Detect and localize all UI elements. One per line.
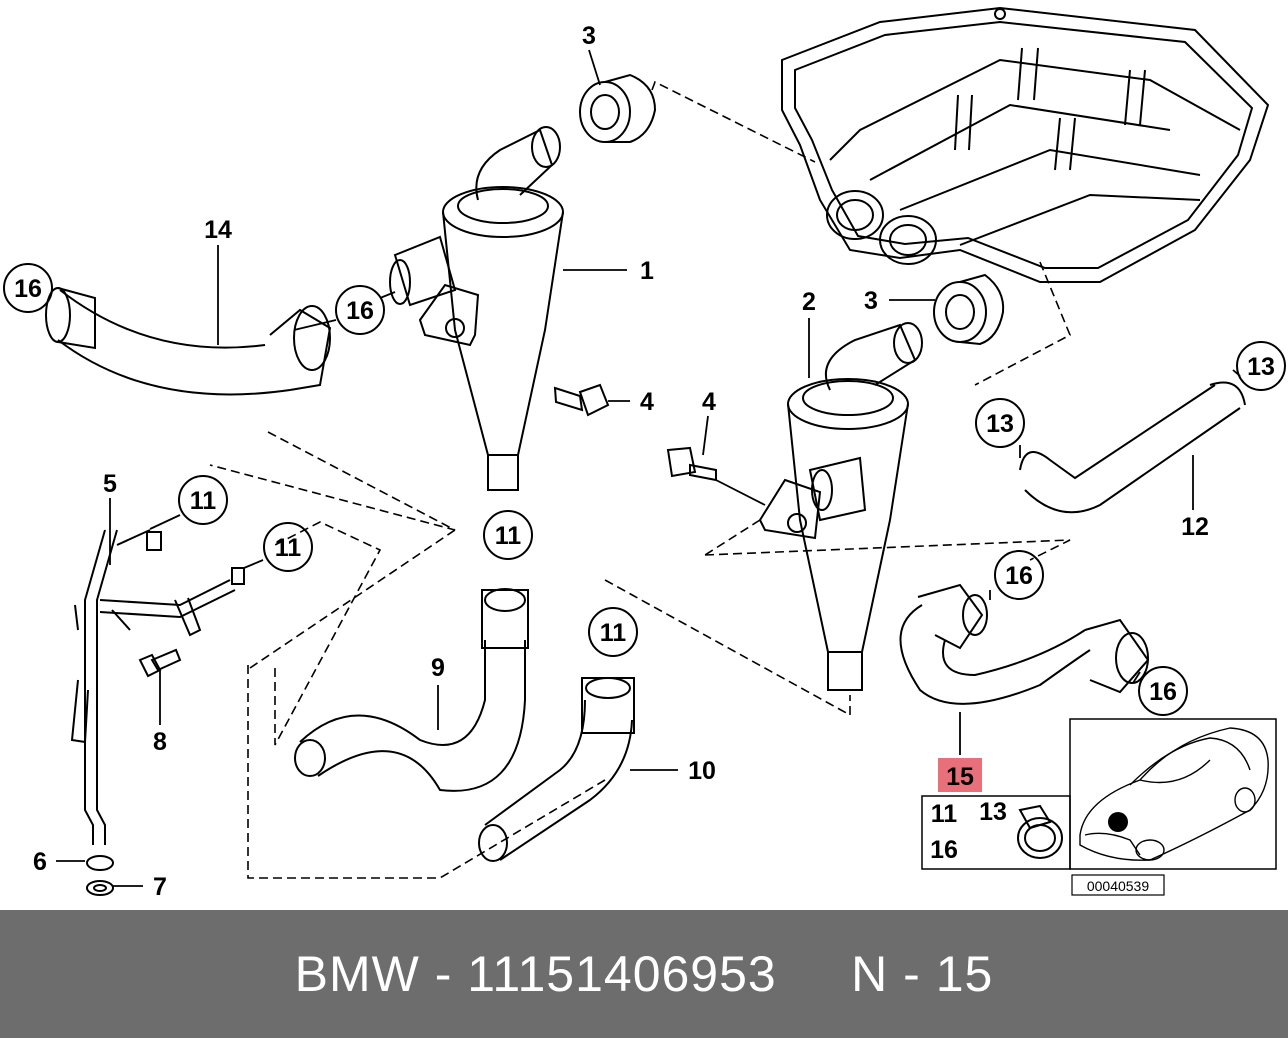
- hose-part-12: [1019, 381, 1246, 514]
- callout-16-a-text: 16: [14, 275, 42, 303]
- washer-part-7-hole: [93, 884, 107, 892]
- separator-part-2: [758, 322, 923, 691]
- hose-part-9: [294, 588, 529, 792]
- hose-clamp-icon: [1017, 804, 1063, 859]
- label-14: 14: [204, 216, 232, 244]
- kit-label-16: 16: [930, 836, 958, 864]
- callout-16-b: [335, 285, 385, 335]
- callout-11-b-text: 11: [275, 534, 302, 562]
- callout-13-a: [1236, 341, 1286, 391]
- bolt-part-4-upper: [553, 383, 610, 417]
- car-icon: [1079, 727, 1269, 861]
- callout-16-c: [994, 550, 1044, 600]
- bolt-part-4-lower: [666, 446, 717, 482]
- tube-part-5: [70, 529, 245, 845]
- label-15: 15: [946, 763, 974, 791]
- callout-11-b: [263, 522, 313, 572]
- callout-11-d: [588, 607, 638, 657]
- vehicle-inset: [1069, 718, 1277, 870]
- separator-part-1: [389, 126, 564, 491]
- diagram-code: 00040539: [1087, 878, 1150, 894]
- label-12: 12: [1181, 513, 1209, 541]
- label-leaders: [56, 49, 1241, 887]
- part-number-caption: BMW - 11151406953 N - 15: [294, 946, 994, 1002]
- hose-part-15: [899, 583, 1150, 705]
- label-7: 7: [153, 873, 167, 901]
- callout-11-d-text: 11: [600, 619, 627, 647]
- callout-11-a: [178, 475, 228, 525]
- parts-diagram: 3 1 4 4 2 3 5 6 7 8 9 10 12 14 15 16 16 …: [3, 6, 1286, 901]
- callout-11-a-text: 11: [190, 487, 217, 515]
- callout-16-d-text: 16: [1149, 678, 1177, 706]
- footer-bar: BMW - 11151406953 N - 15: [0, 910, 1288, 1038]
- callout-11-c: [483, 510, 533, 560]
- label-5: 5: [103, 470, 117, 498]
- label-4-left: 4: [702, 388, 716, 416]
- diagram-code-box: [1071, 874, 1165, 896]
- callout-13-b-text: 13: [986, 410, 1014, 438]
- callout-16-a: [3, 263, 53, 313]
- label-2: 2: [802, 288, 816, 316]
- callout-16-c-text: 16: [1005, 562, 1033, 590]
- label-10: 10: [688, 757, 716, 785]
- label-8: 8: [153, 728, 167, 756]
- label-1: 1: [640, 257, 654, 285]
- leader-lines: [209, 80, 1072, 879]
- callout-11-c-text: 11: [495, 522, 522, 550]
- grommet-part-3-top: [579, 73, 657, 143]
- engine-cover: [781, 6, 1270, 283]
- label-9: 9: [431, 654, 445, 682]
- callout-13-b: [975, 398, 1025, 448]
- label-3-top: 3: [582, 22, 596, 50]
- kit-label-11: 11: [931, 800, 958, 828]
- label-4-right: 4: [640, 388, 654, 416]
- callout-16-b-text: 16: [346, 297, 374, 325]
- hose-part-14: [45, 287, 332, 396]
- kit-label-13: 13: [979, 798, 1007, 826]
- washer-part-7: [86, 880, 114, 896]
- callout-16-d: [1138, 666, 1188, 716]
- parts-diagram-svg: 3 1 4 4 2 3 5 6 7 8 9 10 12 14 15 16 16 …: [3, 6, 1286, 901]
- label-6: 6: [33, 848, 47, 876]
- grommet-part-3-mid: [933, 273, 1005, 346]
- callout-13-a-text: 13: [1247, 353, 1275, 381]
- engine-location-marker: [1108, 812, 1128, 832]
- label-3-mid: 3: [864, 287, 878, 315]
- highlight-15: [938, 758, 982, 792]
- washer-part-6: [86, 855, 114, 871]
- hose-part-10: [478, 677, 635, 862]
